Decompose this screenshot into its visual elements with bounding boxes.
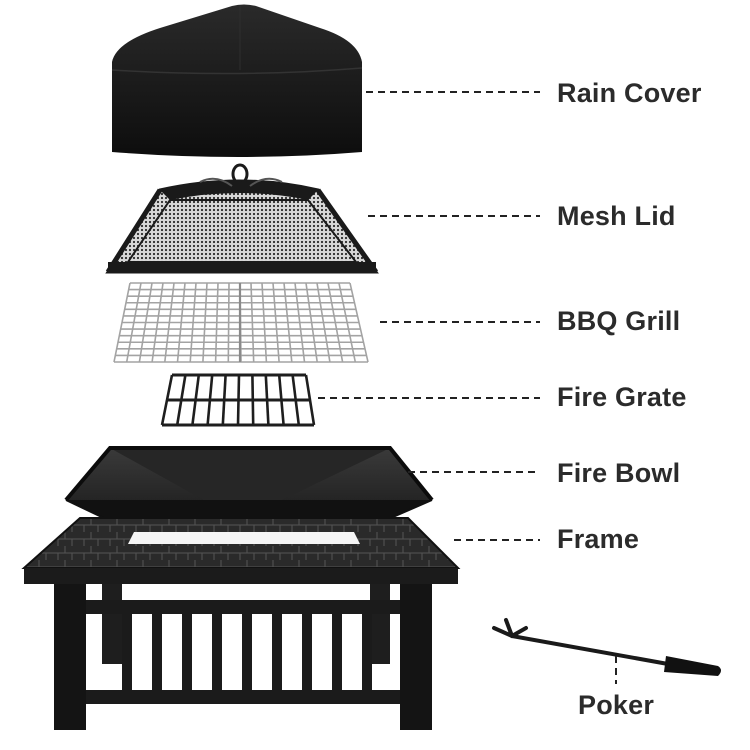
label-fire-bowl: Fire Bowl (557, 458, 681, 488)
mesh-lid-illustration (105, 163, 379, 274)
rain-cover-illustration (111, 4, 363, 157)
poker-illustration (492, 618, 721, 676)
label-frame: Frame (557, 524, 640, 554)
label-rain-cover: Rain Cover (557, 78, 702, 108)
label-poker: Poker (578, 690, 655, 720)
leader-lines (318, 91, 617, 684)
bbq-grill-illustration (113, 282, 369, 363)
label-fire-grate: Fire Grate (557, 382, 687, 412)
label-mesh-lid: Mesh Lid (557, 201, 676, 231)
frame-illustration (21, 517, 461, 730)
fire-grate-illustration (160, 373, 316, 427)
label-bbq-grill: BBQ Grill (557, 306, 681, 336)
